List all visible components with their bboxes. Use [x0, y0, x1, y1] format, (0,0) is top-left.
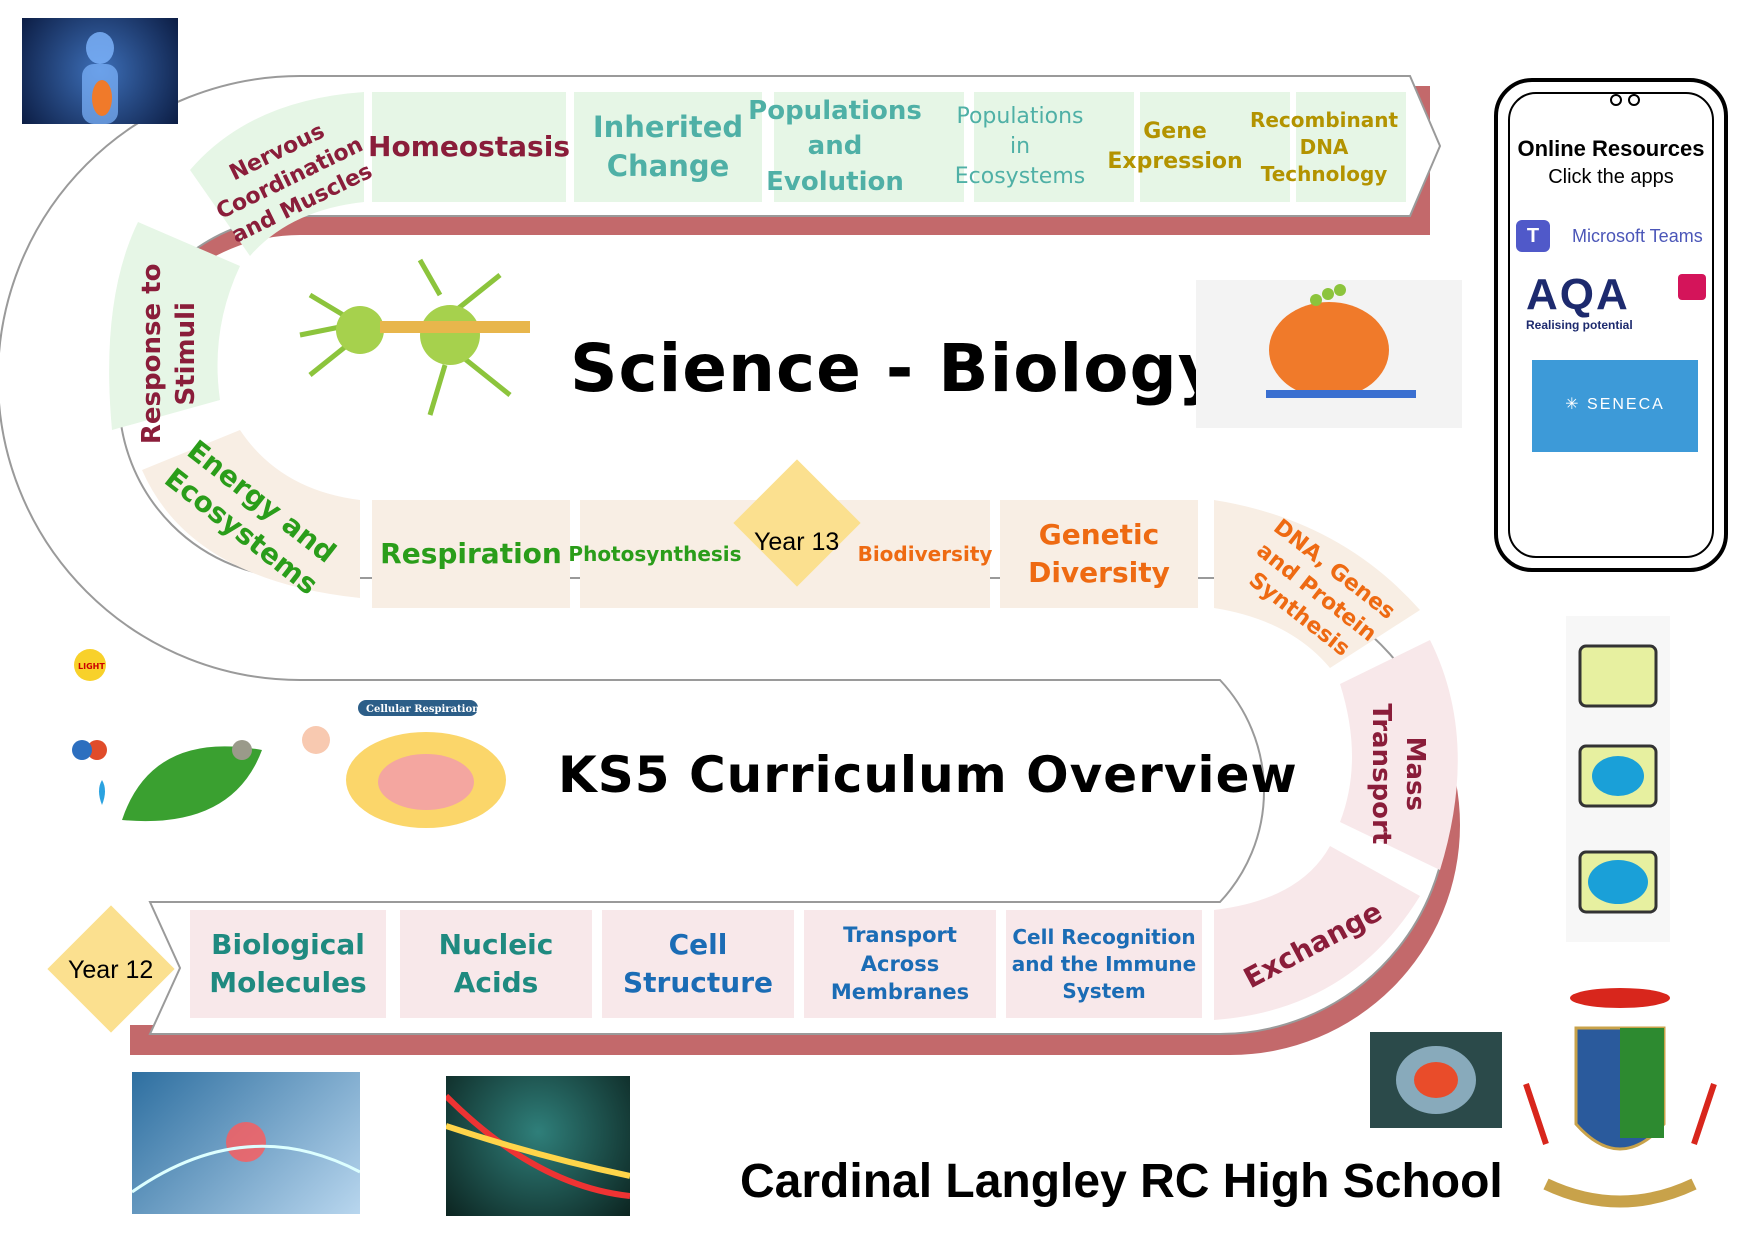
teams-label: Microsoft Teams [1572, 226, 1703, 246]
tile-respiration-bg [372, 500, 570, 608]
phone-camera-icon [1610, 94, 1622, 106]
tile-genetic-bg [1000, 500, 1198, 608]
aqa-app-button[interactable]: AQA Realising potential [1526, 270, 1706, 332]
school-name: Cardinal Langley RC High School [740, 1155, 1503, 1208]
topic-cell-recognition: Cell Recognition and the Immune System [1011, 924, 1197, 1003]
online-resources-phone: Online Resources Click the apps T Micros… [1494, 78, 1728, 572]
seneca-label: ✳ SENECA [1532, 394, 1698, 414]
aqa-tagline: Realising potential [1526, 318, 1633, 332]
topic-recombinant: Recombinant DNA Technology [1249, 107, 1399, 186]
dna-helix-image [446, 1076, 630, 1216]
phone-speaker-icon [1628, 94, 1640, 106]
teams-app-button[interactable]: T Microsoft Teams [1516, 218, 1712, 256]
topic-respiration: Respiration [380, 537, 562, 571]
teams-icon: T [1516, 220, 1550, 252]
tile-dna-bg [1214, 500, 1420, 668]
tile-popeco-bg [974, 92, 1134, 202]
year12-label: Year 12 [68, 956, 154, 984]
cellular-respiration-image: Cellular Respiration [296, 700, 510, 834]
osmosis-image [1566, 616, 1670, 942]
tile-mass-bg [1340, 640, 1458, 870]
topic-photosynthesis: Photosynthesis [568, 541, 742, 566]
topic-biodiversity: Biodiversity [857, 541, 993, 566]
tile-nervous-bg [190, 92, 364, 256]
tile-energy-bg [142, 430, 360, 610]
tile-gene-bg [1140, 92, 1290, 202]
tile-cellstruct-bg [602, 910, 794, 1018]
dna-molecule-image [132, 1072, 360, 1214]
light-label: LIGHT [78, 662, 105, 671]
school-crest [1516, 984, 1724, 1220]
online-resources-heading: Online Resources [1517, 136, 1705, 161]
page-title: Science - Biology [570, 330, 1222, 407]
tile-inherited-bg [574, 92, 762, 202]
seneca-star-icon: ✳ [1565, 396, 1588, 413]
topic-biological-molecules: Biological Molecules [209, 928, 367, 999]
tile-biomol-bg [190, 910, 386, 1018]
phone-screen [1508, 92, 1714, 558]
overview-title: KS5 Curriculum Overview [558, 746, 1298, 804]
cell-image [1370, 1032, 1502, 1128]
topic-mass-transport: Mass Transport [1366, 703, 1430, 845]
seneca-app-button[interactable]: ✳ SENECA [1532, 360, 1698, 452]
tile-transport-bg [804, 910, 996, 1018]
human-body-image [22, 18, 178, 124]
tile-response-bg [109, 222, 241, 430]
photosynthesis-image: LIGHT [22, 640, 272, 840]
topic-populations-ecosystems: Populations in Ecosystems [954, 104, 1086, 189]
topic-genetic-diversity: Genetic Diversity [1028, 518, 1170, 589]
protein-synthesis-image [1196, 280, 1462, 428]
topic-transport-membranes: Transport Across Membranes [830, 923, 970, 1005]
tile-cellrecog-bg [1006, 910, 1202, 1018]
year13-label: Year 13 [754, 528, 840, 556]
topic-nucleic-acids: Nucleic Acids [438, 928, 554, 999]
seneca-text: SENECA [1587, 396, 1665, 413]
cellular-respiration-label: Cellular Respiration [366, 704, 480, 715]
topic-cell-structure: Cell Structure [622, 928, 773, 999]
tile-popevo-bg [774, 92, 964, 202]
tile-homeostasis-bg [372, 92, 566, 202]
tile-nucleic-bg [400, 910, 592, 1018]
online-resources-sub: Click the apps [1548, 166, 1674, 188]
aqa-logo: AQA [1526, 270, 1630, 319]
topic-gene-expression: Gene Expression [1107, 119, 1243, 174]
tile-recomb-bg [1296, 92, 1406, 202]
topic-populations-evolution: Populations and Evolution [748, 96, 922, 197]
tile-exchange-bg [1214, 846, 1420, 1020]
neuron-image [270, 255, 530, 425]
topic-inherited: Inherited Change [592, 109, 744, 183]
topic-response: Response to Stimuli [137, 263, 201, 445]
aqa-swoosh-icon [1678, 274, 1706, 300]
topic-homeostasis: Homeostasis [368, 130, 570, 164]
